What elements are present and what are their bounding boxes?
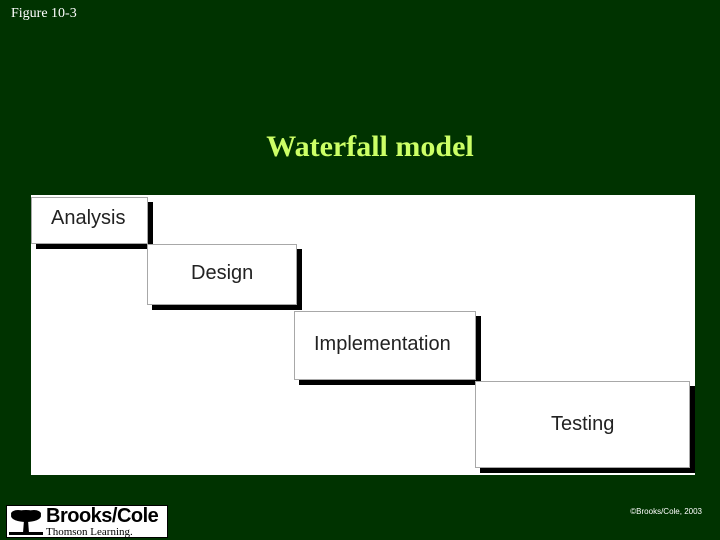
publisher-logo: Brooks/Cole Thomson Learning. [6,505,168,538]
step-analysis: Analysis [31,197,148,244]
step-design: Design [147,244,297,305]
logo-subtitle: Thomson Learning. [46,526,133,538]
logo-brand: Brooks/Cole [46,505,159,527]
step-label: Design [191,262,254,284]
slide-title: Waterfall model [266,130,474,163]
step-testing: Testing [475,381,690,468]
figure-label: Figure 10-3 [11,6,77,21]
step-label: Testing [551,413,615,435]
copyright-notice: ©Brooks/Cole, 2003 [630,507,702,516]
tree-icon [9,508,43,535]
step-label: Implementation [314,333,451,355]
waterfall-diagram: Analysis Design Implementation Testing [31,195,695,475]
step-label: Analysis [51,207,126,229]
step-implementation: Implementation [294,311,476,380]
